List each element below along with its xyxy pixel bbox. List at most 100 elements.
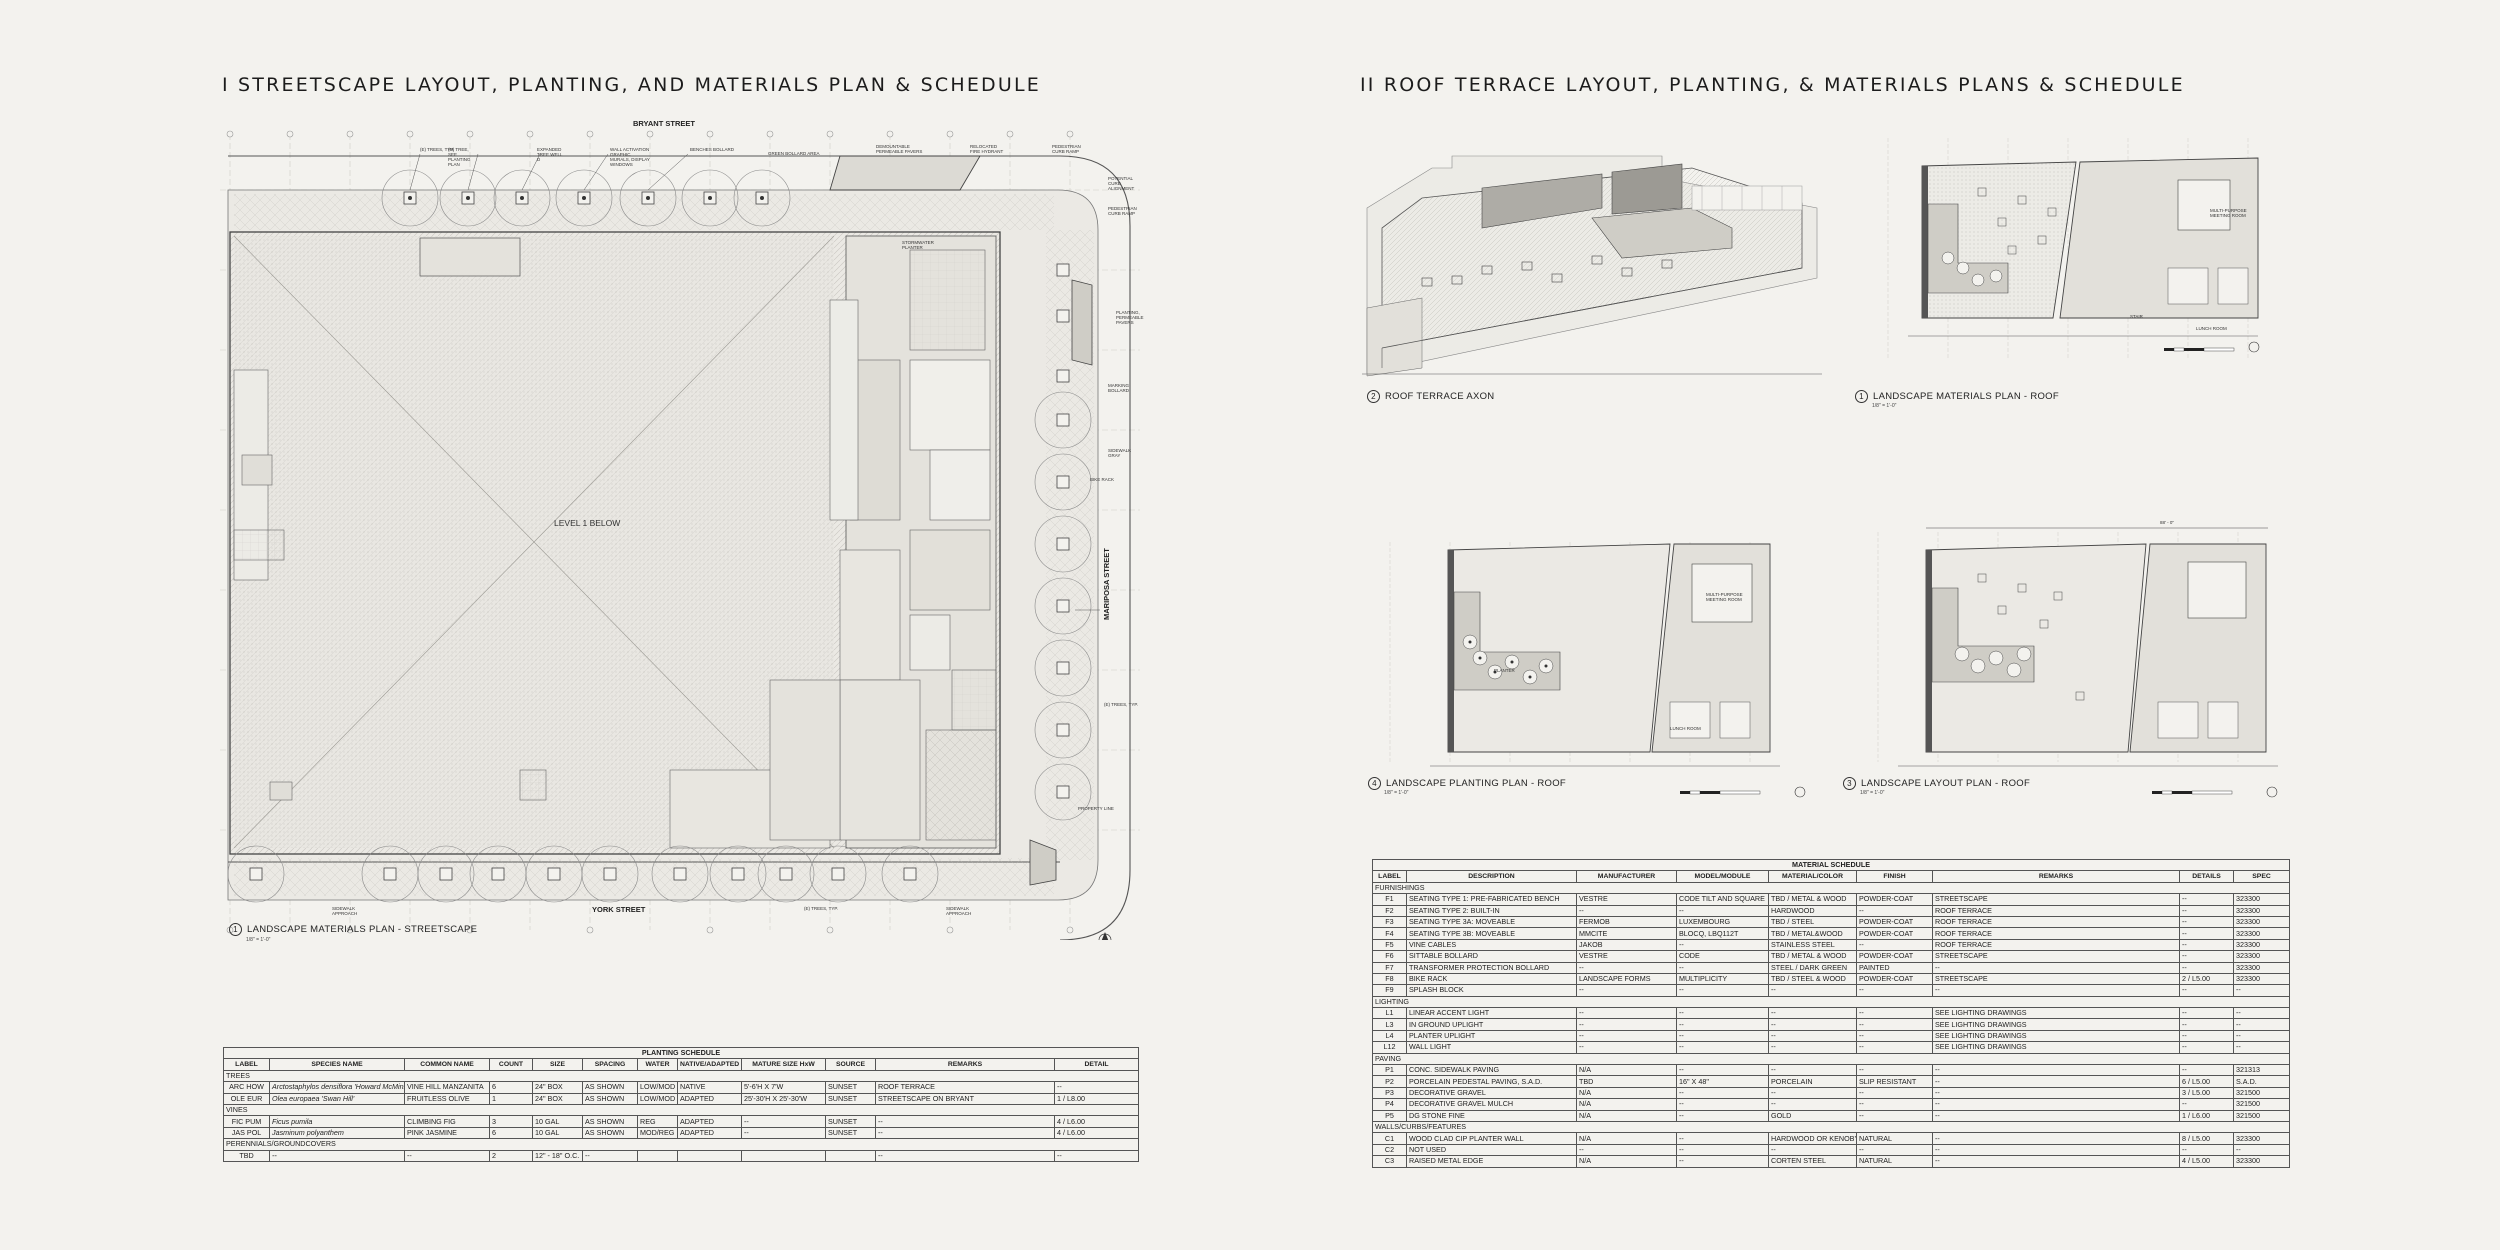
table-cell: 8 / L5.00	[2179, 1132, 2234, 1145]
column-header: MATERIAL/COLOR	[1768, 870, 1857, 883]
table-cell: AS SHOWN	[582, 1126, 638, 1140]
roof-layout-scale-bar	[2152, 786, 2278, 798]
group-header: PAVING	[1371, 1052, 2291, 1066]
callout: PEDESTRIAN CURB RAMP	[1052, 144, 1081, 154]
table-cell: LOW/MOD	[637, 1092, 678, 1105]
table-cell: MMCITE	[1576, 927, 1677, 940]
table-cell: JAKOB	[1576, 938, 1677, 952]
table-cell: ROOF TERRACE	[1932, 938, 2180, 952]
table-cell: 323300	[2232, 1155, 2291, 1168]
table-cell: --	[1576, 961, 1677, 974]
table-cell: --	[1576, 1029, 1677, 1043]
table-cell: HARDWOOD OR KENOBY	[1768, 1132, 1857, 1145]
table-cell: --	[2232, 1143, 2291, 1157]
callout: DEMOUNTABLE PERMEABLE PAVERS	[876, 144, 923, 154]
table-cell: --	[2179, 1098, 2234, 1111]
table-cell: NATURAL	[1856, 1155, 1933, 1168]
table-cell: FIC PUM	[223, 1115, 270, 1128]
table-cell: --	[1856, 1143, 1933, 1157]
table-cell: TBD / METAL&WOOD	[1768, 927, 1857, 940]
callout: (N) TREE, SEE PLANTING PLAN	[448, 147, 471, 167]
table-cell	[741, 1149, 826, 1162]
scale-note: 1/8" = 1'-0"	[1384, 790, 1409, 796]
table-cell: --	[1676, 1109, 1769, 1123]
table-cell: N/A	[1576, 1132, 1677, 1145]
table-cell: --	[1676, 1143, 1769, 1157]
callout: WALL ACTIVATION GRAPHIC MURALS, DISPLAY …	[610, 147, 650, 167]
table-cell: --	[1932, 1109, 2180, 1123]
column-header: FINISH	[1856, 870, 1933, 883]
table-cell: PLANTER UPLIGHT	[1406, 1029, 1577, 1043]
table-cell: --	[1856, 1098, 1933, 1111]
table-cell: --	[1676, 1132, 1769, 1145]
table-cell: ROOF TERRACE	[875, 1081, 1055, 1094]
column-header: MATURE SIZE HxW	[741, 1058, 826, 1071]
table-cell: --	[1932, 1155, 2180, 1168]
dimension-label: 88' - 0"	[2160, 520, 2174, 525]
table-cell: F4	[1372, 927, 1407, 940]
table-cell: VINE CABLES	[1406, 938, 1577, 952]
table-cell: 323300	[2232, 1132, 2291, 1145]
table-cell: --	[2232, 984, 2291, 997]
table-cell: 323300	[2232, 972, 2291, 986]
table-cell: C3	[1372, 1155, 1407, 1168]
table-cell: 4 / L6.00	[1053, 1115, 1140, 1128]
table-cell: BLOCQ, LBQ112T	[1676, 927, 1769, 940]
column-header: LABEL	[223, 1058, 270, 1071]
table-cell: 1	[489, 1092, 533, 1105]
table-cell: Olea europaea 'Swan Hill'	[269, 1092, 405, 1105]
column-header: LABEL	[1372, 870, 1407, 883]
table-cell: SEE LIGHTING DRAWINGS	[1932, 1029, 2180, 1043]
table-cell: --	[1676, 904, 1769, 917]
table-cell: TBD / STEEL & WOOD	[1768, 972, 1857, 986]
table-cell: --	[1676, 961, 1769, 974]
street-label-east: MARIPOSA STREET	[1102, 548, 1111, 620]
table-cell: --	[875, 1149, 1055, 1162]
table-cell: --	[1932, 1098, 2180, 1111]
group-header: VINES	[222, 1103, 1140, 1117]
table-cell: --	[741, 1126, 826, 1140]
column-header: SPECIES NAME	[269, 1058, 405, 1071]
callout: MARKING BOLLARD	[1108, 383, 1130, 393]
table-cell: --	[1676, 938, 1769, 952]
table-cell: C2	[1372, 1143, 1407, 1157]
table-cell: --	[2179, 984, 2234, 997]
table-cell: --	[1932, 961, 2180, 974]
table-cell: --	[2179, 1018, 2234, 1031]
table-cell: --	[582, 1149, 638, 1162]
table-cell: VINE HILL MANZANITA	[404, 1081, 490, 1094]
table-cell: WALL LIGHT	[1406, 1041, 1577, 1054]
caption-text: LANDSCAPE MATERIALS PLAN - STREETSCAPE	[247, 924, 478, 936]
table-cell: SEE LIGHTING DRAWINGS	[1932, 1007, 2180, 1020]
table-cell: --	[1676, 1155, 1769, 1168]
table-cell: --	[1932, 984, 2180, 997]
table-cell: ADAPTED	[677, 1115, 742, 1128]
table-cell: --	[1932, 1064, 2180, 1077]
table-cell: 321500	[2232, 1109, 2291, 1123]
callout: RELOCATED FIRE HYDRANT	[970, 144, 1004, 154]
table-cell: --	[875, 1115, 1055, 1128]
table-cell: --	[1768, 1064, 1857, 1077]
table-cell: F5	[1372, 938, 1407, 952]
callout: SIDEWALK APPROACH	[946, 906, 972, 916]
table-cell: TBD / STEEL	[1768, 915, 1857, 929]
table-cell: 10 GAL	[532, 1115, 583, 1128]
table-cell: STREETSCAPE	[1932, 950, 2180, 963]
table-cell: AS SHOWN	[582, 1115, 638, 1128]
table-cell: --	[2232, 1029, 2291, 1043]
callout: SIDEWALK GRAY	[1108, 448, 1132, 458]
plan-room-label: MULTI-PURPOSE MEETING ROOM	[2210, 208, 2247, 218]
table-cell: 323300	[2232, 938, 2291, 952]
table-cell: 323300	[2232, 893, 2291, 906]
scale-note: 1/8" = 1'-0"	[246, 937, 271, 943]
table-cell: POWDER-COAT	[1856, 972, 1933, 986]
